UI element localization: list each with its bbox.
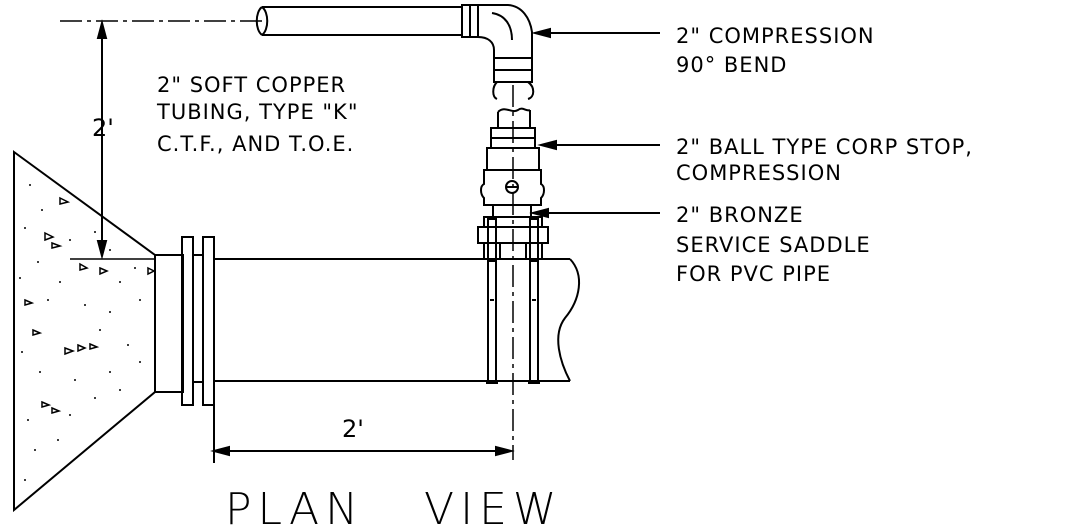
corp-stop-label: 2" BALL TYPE CORP STOP, COMPRESSION	[676, 135, 973, 185]
horizontal-dimension-text: 2'	[342, 415, 364, 443]
compression-90-bend	[461, 4, 535, 100]
concrete-dots	[19, 184, 141, 481]
copper-tubing	[255, 6, 463, 36]
horizontal-dimension-line	[210, 405, 515, 463]
tubing-label-line3: C.T.F., AND T.O.E.	[157, 132, 354, 156]
bend-label-line1: 2" COMPRESSION	[676, 24, 875, 48]
bend-label: 2" COMPRESSION 90° BEND	[676, 24, 875, 77]
bend-label-line2: 90° BEND	[676, 53, 787, 77]
saddle-label-line2: SERVICE SADDLE	[676, 233, 871, 257]
saddle-label-line1: 2" BRONZE	[676, 203, 804, 227]
saddle-label-line3: FOR PVC PIPE	[676, 262, 831, 286]
corp-stop-label-line1: 2" BALL TYPE CORP STOP,	[676, 135, 973, 159]
pvc-main-pipe	[214, 258, 581, 382]
tubing-label-line2: TUBING, TYPE "K"	[156, 100, 358, 124]
concrete-thrust-block	[13, 150, 156, 513]
drawing-title: PLAN VIEW	[225, 484, 562, 531]
pipe-flanges	[154, 236, 215, 406]
tubing-label: 2" SOFT COPPER TUBING, TYPE "K" C.T.F., …	[156, 73, 358, 156]
vertical-dimension-text: 2'	[92, 114, 114, 142]
leader-lines	[529, 27, 660, 219]
tubing-label-line1: 2" SOFT COPPER	[157, 73, 346, 97]
concrete-stipple	[24, 196, 156, 414]
saddle-label: 2" BRONZE SERVICE SADDLE FOR PVC PIPE	[676, 203, 871, 286]
corp-stop-label-line2: COMPRESSION	[676, 161, 842, 185]
vertical-dimension-line	[96, 19, 108, 260]
short-tubing-segment	[497, 107, 531, 128]
